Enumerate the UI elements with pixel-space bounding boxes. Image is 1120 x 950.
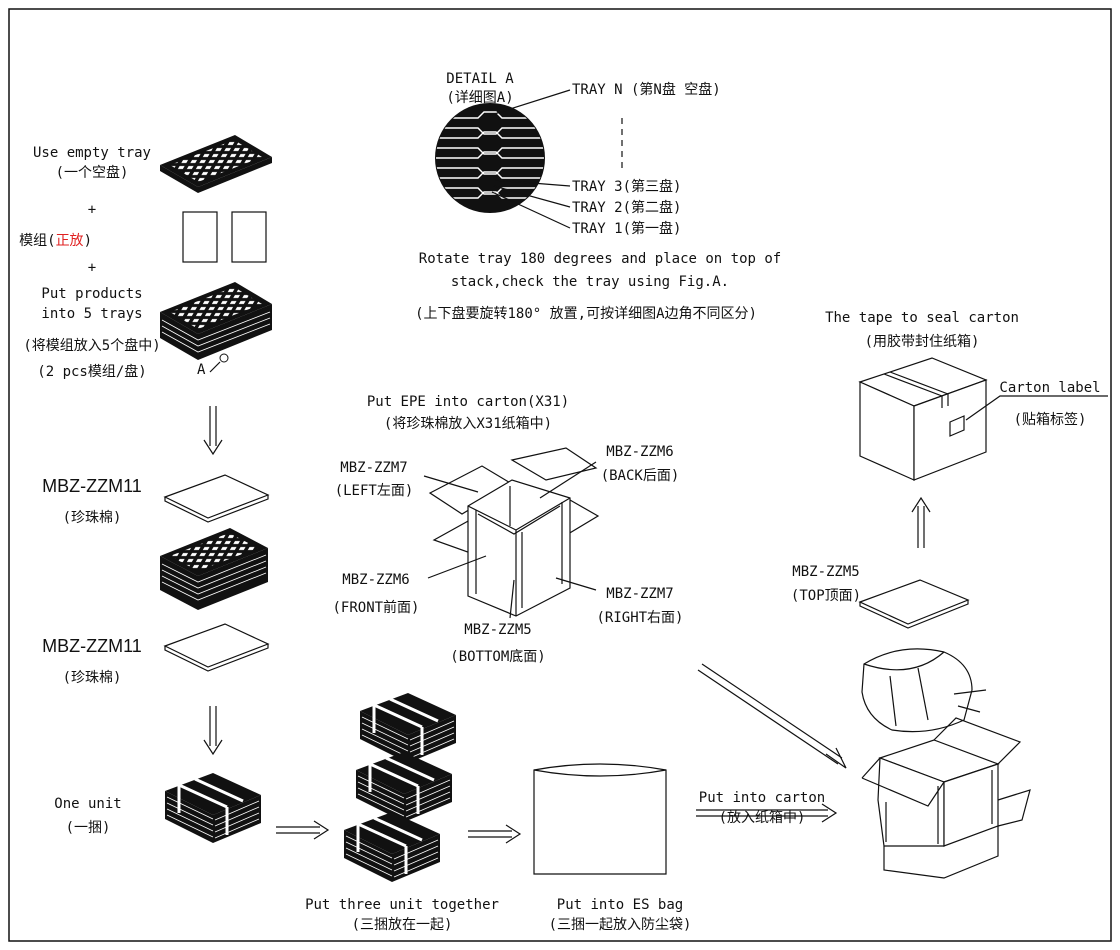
epe-carton-illustration [428,447,600,617]
put-into-carton-label: Put into carton [699,790,825,806]
three-units-label: Put three unit together [305,897,499,913]
detail-a-marker: A [197,362,206,378]
top-foam-code: MBZ-ZZM5 [792,564,859,580]
leader-epe-bottom [509,579,515,619]
leader-epe-left [423,475,479,493]
leader-epe-right [555,577,597,591]
pcs-per-tray: (2 pcs模组/盘) [37,363,146,380]
tray-stack-middle [160,528,268,610]
bundle-top [358,691,458,765]
detail-a-circle [435,103,545,213]
rotate-text-cn: (上下盘要旋转180° 放置,可按详细图A边角不同区分) [415,305,757,322]
module-panel-right [231,211,267,263]
leader-epe-front [427,555,487,579]
foam-top-code: MBZ-ZZM11 [42,476,142,496]
es-bag-label: Put into ES bag [557,897,683,913]
arrow-down-2 [203,705,223,755]
put-products-cn: (将模组放入5个盘中) [23,337,160,354]
es-bag [533,763,667,875]
module-panel-left [182,211,218,263]
arrow-right-3 [696,803,838,823]
arrow-right-1 [275,820,329,840]
top-foam-sheet [858,579,970,625]
foam-sheet-top [163,474,270,519]
module-label-post: ) [84,233,92,249]
epe-bottom-code: MBZ-ZZM5 [464,622,531,638]
top-foam-cn: (TOP顶面) [791,588,861,604]
put-into-carton-cn: (放入纸箱中) [719,810,806,826]
tape-seal-cn: (用胶带封住纸箱) [865,333,980,350]
carton-label-text: Carton label [999,380,1100,396]
leader-carton-label [965,395,1108,421]
epe-front-code: MBZ-ZZM6 [342,572,409,588]
bundle-bottom [342,810,442,884]
detail-a-title-cn: (详细图A) [446,90,513,106]
foam-bottom-code: MBZ-ZZM11 [42,636,142,656]
bundle-middle [354,750,454,824]
detail-a-title: DETAIL A [446,71,514,87]
empty-tray-label: Use empty tray [33,145,151,161]
foam-sheet-bottom [163,623,270,668]
put-products-line2: into 5 trays [41,306,142,322]
plus-sign-1: + [88,202,96,218]
epe-title-cn: (将珍珠棉放入X31纸箱中) [384,415,552,432]
leader-epe-back [539,461,597,499]
foam-top-cn: (珍珠棉) [63,509,122,526]
tray-2-label: TRAY 2(第二盘) [572,199,681,216]
tray-n-label: TRAY N (第N盘 空盘) [572,81,721,98]
foam-bottom-cn: (珍珠棉) [63,669,122,686]
one-unit-cn: (一捆) [66,820,111,836]
three-units-cn: (三捆放在一起) [352,917,453,933]
epe-bottom-cn: (BOTTOM底面) [450,649,545,665]
epe-right-cn: (RIGHT右面) [596,610,683,626]
empty-tray-illustration [160,135,272,193]
final-carton [861,717,1031,879]
rotate-text-line2: stack,check the tray using Fig.A. [451,274,729,290]
leader-tray-1 [491,191,571,229]
plus-sign-2: + [88,260,96,276]
epe-front-cn: (FRONT前面) [332,599,419,616]
rotate-text-line1: Rotate tray 180 degrees and place on top… [419,251,781,267]
module-label: 模组(正放) [19,233,92,249]
empty-tray-label-cn: (一个空盘) [56,164,129,181]
leader-tray-3 [493,179,571,187]
arrow-down-1 [203,405,223,455]
epe-right-code: MBZ-ZZM7 [606,586,673,602]
epe-back-cn: (BACK后面) [601,468,680,484]
sealed-carton [858,357,988,481]
carton-label-cn: (贴箱标签) [1014,411,1087,428]
leader-tray-n [487,89,571,117]
frame-border [8,8,1112,942]
epe-left-cn: (LEFT左面) [335,483,414,499]
tray-1-label: TRAY 1(第一盘) [572,220,681,237]
es-bag-cn: (三捆一起放入防尘袋) [549,917,692,933]
arrow-diagonal [697,663,847,769]
tray-stack-with-products [160,282,272,373]
epe-left-code: MBZ-ZZM7 [340,460,407,476]
module-label-pre: 模组( [19,233,55,249]
module-label-red: 正放 [56,233,84,249]
arrow-up [911,496,931,548]
put-products-line1: Put products [41,286,142,302]
arrow-right-2 [467,824,521,844]
one-unit-label: One unit [54,796,121,812]
tray-3-label: TRAY 3(第三盘) [572,178,681,195]
epe-back-code: MBZ-ZZM6 [606,444,673,460]
epe-title: Put EPE into carton(X31) [367,394,569,410]
tape-seal-label: The tape to seal carton [825,310,1019,326]
bagged-bundles [861,648,987,733]
one-unit-bundle [163,771,263,845]
leader-tray-2 [493,185,571,208]
